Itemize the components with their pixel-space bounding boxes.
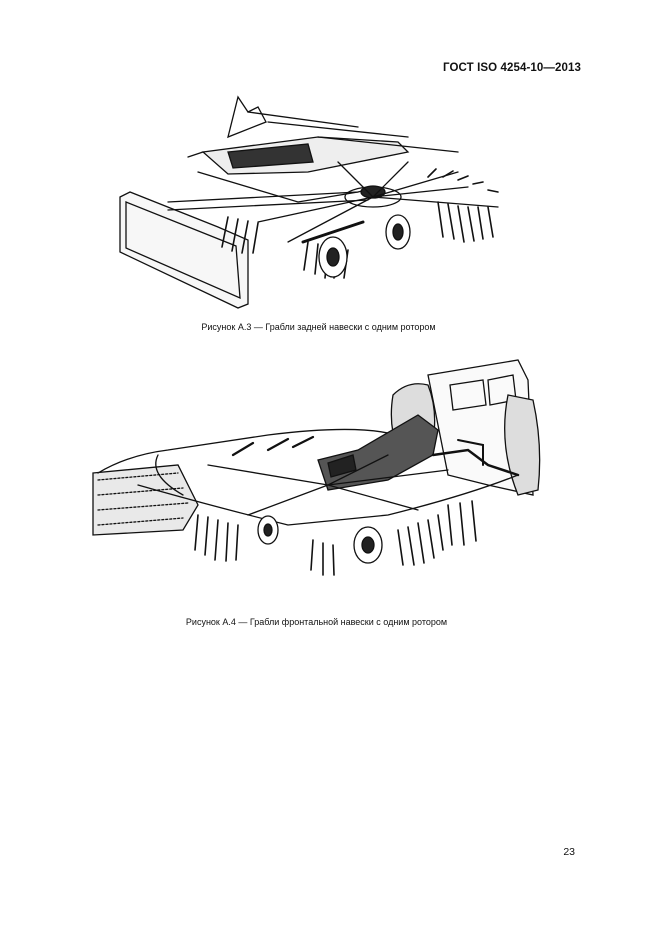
figure-a3-caption: Рисунок А.3 — Грабли задней навески с од… [201,322,436,332]
page-number: 23 [563,846,575,858]
figure-a4-illustration [88,355,548,600]
figure-a4-caption: Рисунок А.4 — Грабли фронтальной навески… [185,617,448,627]
figure-a3-illustration [108,92,528,312]
document-header: ГОСТ ISO 4254-10—2013 [443,62,581,74]
